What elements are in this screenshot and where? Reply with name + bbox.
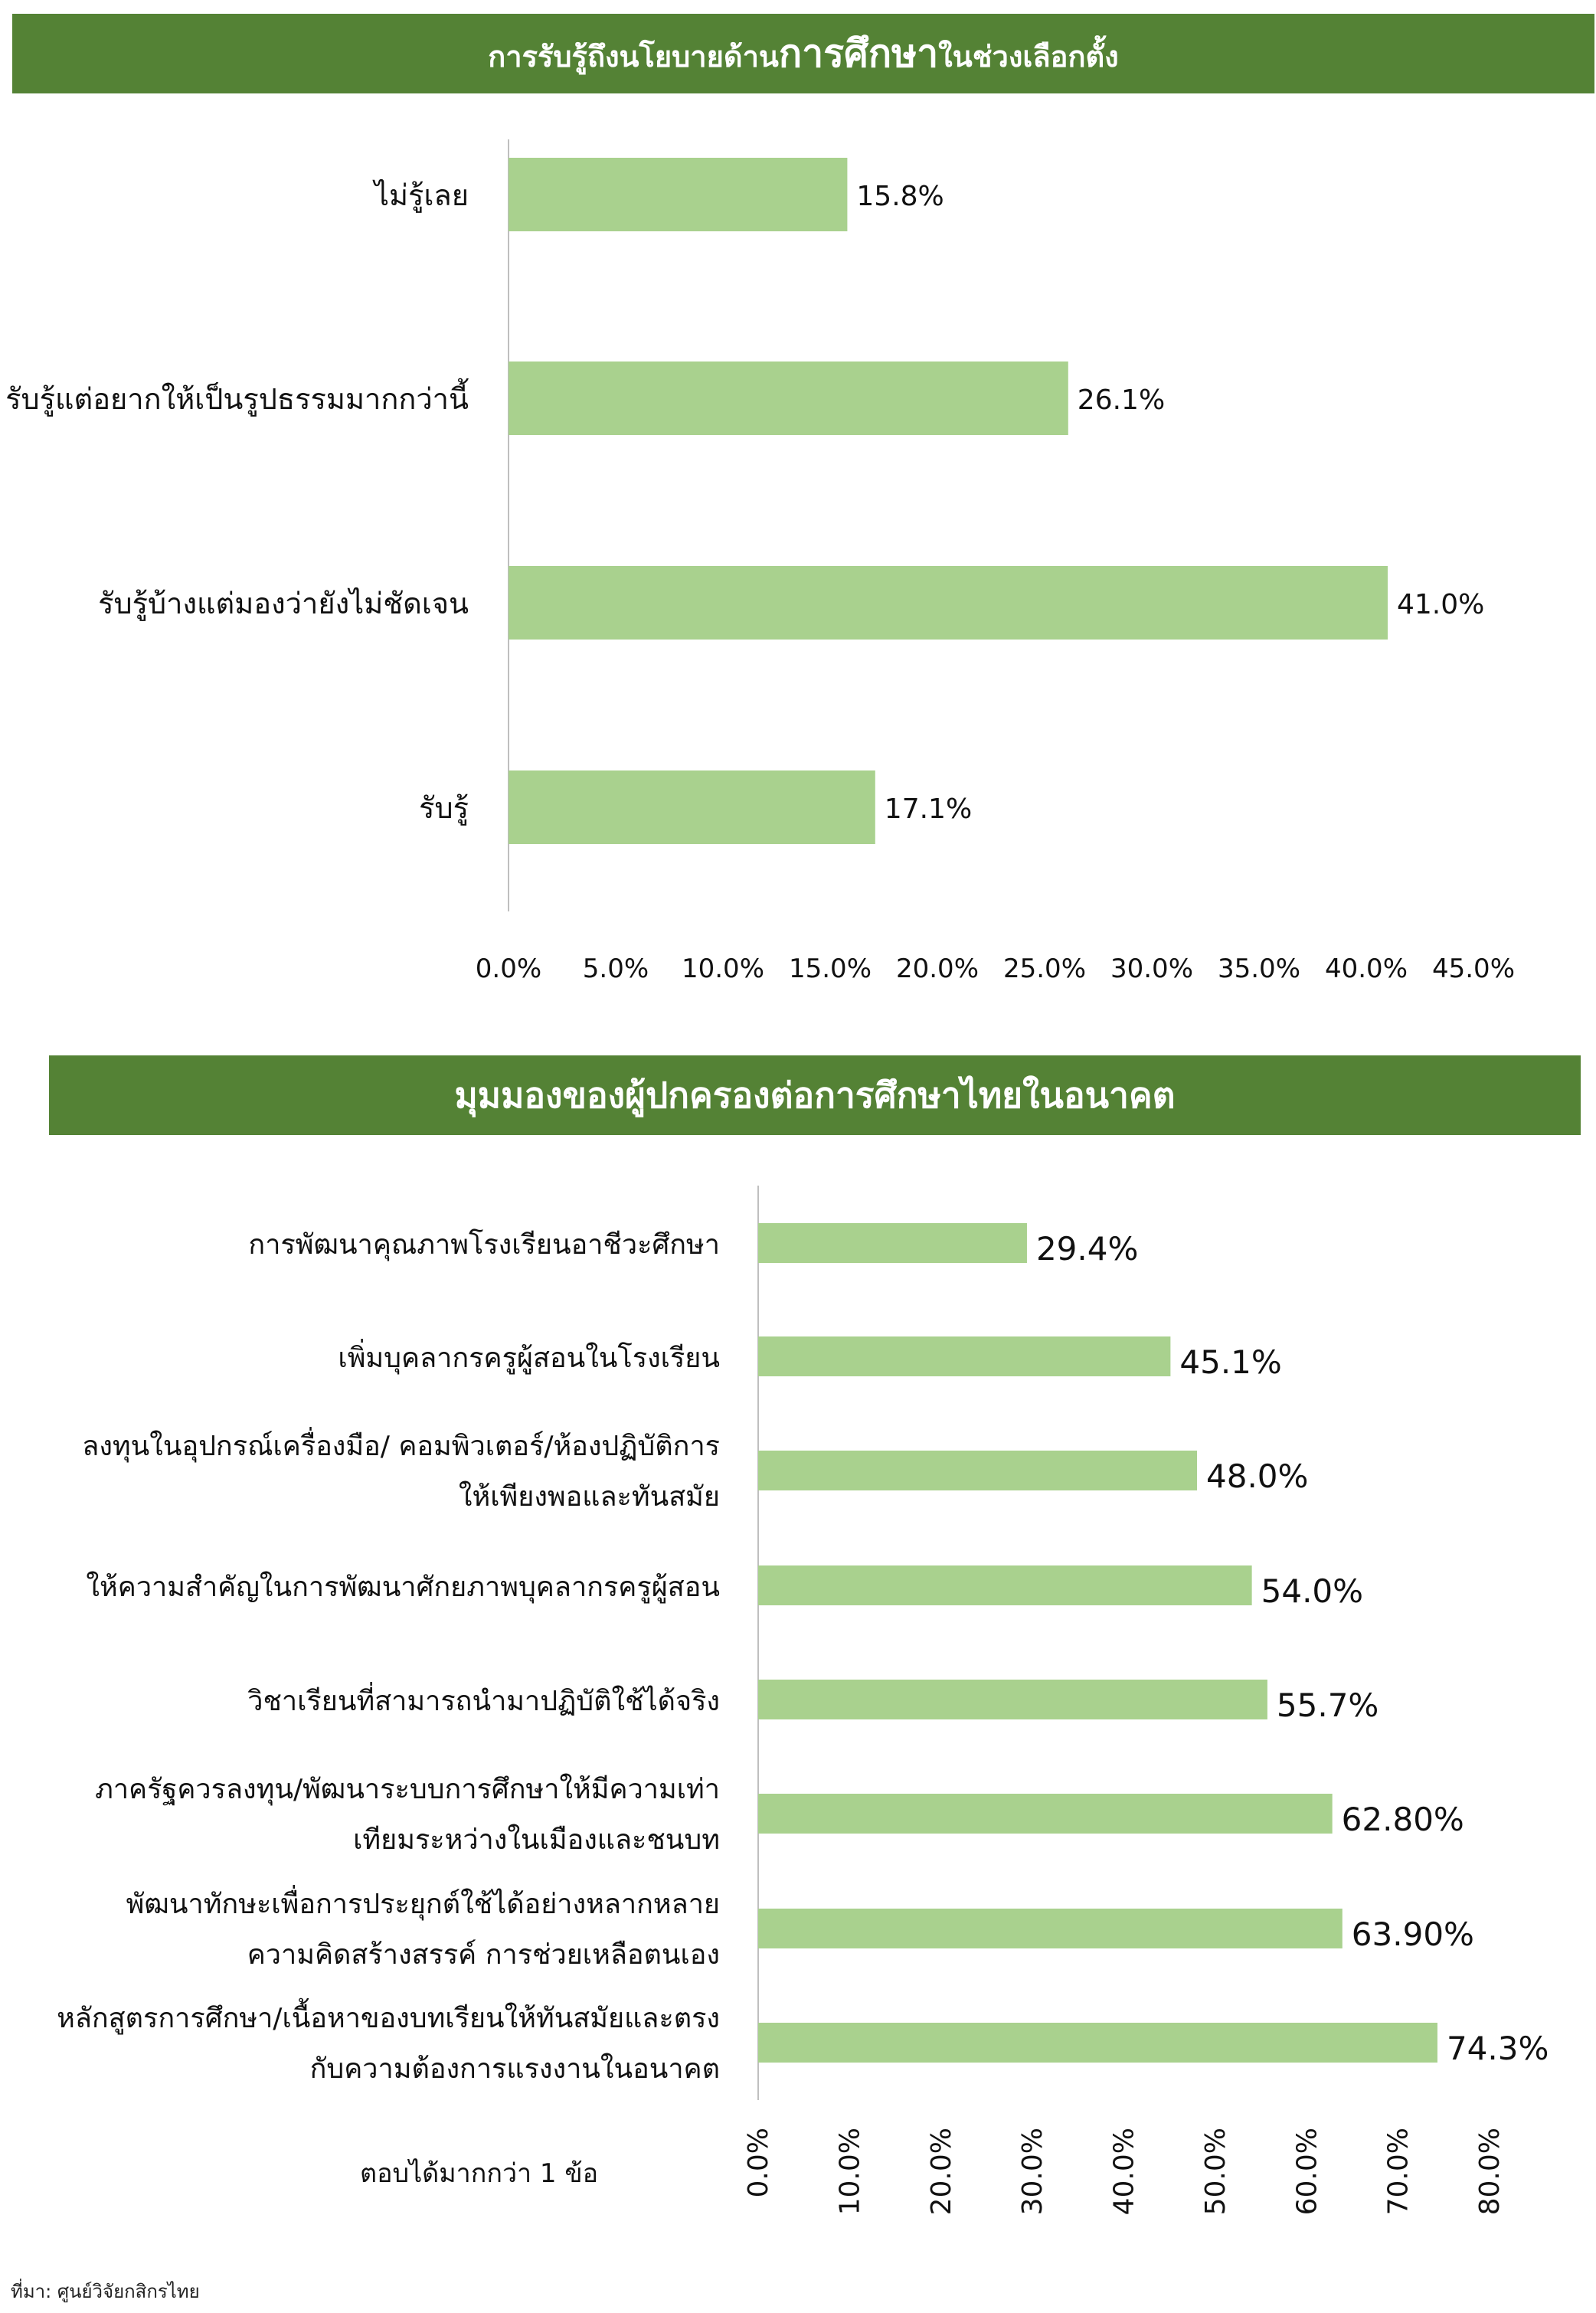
chart1-category-label: รับรู้บ้างแต่มองว่ายังไม่ชัดเจน <box>98 587 469 621</box>
chart1-bar <box>509 566 1388 640</box>
chart2-category-label: เทียมระหว่างในเมืองและชนบท <box>353 1824 720 1856</box>
chart2-bar <box>758 1565 1252 1605</box>
chart2-category-label: ภาครัฐควรลงทุน/พัฒนาระบบการศึกษาให้มีควา… <box>95 1773 720 1806</box>
chart1-title-banner: การรับรู้ถึงนโยบายด้านการศึกษาในช่วงเลือ… <box>12 14 1594 93</box>
chart1-value-label: 26.1% <box>1078 384 1165 416</box>
chart1-x-tick-label: 30.0% <box>1110 954 1193 984</box>
chart2-value-label: 62.80% <box>1342 1801 1464 1838</box>
chart1-x-tick-label: 15.0% <box>789 954 872 984</box>
chart2-x-tick-label: 40.0% <box>1109 2128 1140 2215</box>
chart2-bar <box>758 1909 1343 1948</box>
chart2-value-label: 74.3% <box>1447 2030 1549 2067</box>
chart1-bar <box>509 770 875 844</box>
awareness-bar-chart: ไม่รู้เลย 15.8% รับรู้แต่อยากให้เป็นรูปธรร… <box>5 139 1515 984</box>
chart1-title-suffix: ในช่วงเลือกตั้ง <box>938 40 1119 74</box>
chart1-x-tick-label: 40.0% <box>1325 954 1408 984</box>
chart1-title-emphasis: การศึกษา <box>778 31 939 76</box>
chart2-category-label: วิชาเรียนที่สามารถนำมาปฏิบัติใช้ได้จริง <box>247 1682 720 1717</box>
chart2-bar <box>758 1680 1267 1719</box>
chart1-value-label: 41.0% <box>1397 589 1484 620</box>
chart1-x-tick-label: 35.0% <box>1218 954 1300 984</box>
chart1-x-tick-label: 5.0% <box>583 954 649 984</box>
chart2-x-tick-label: 70.0% <box>1383 2128 1414 2215</box>
chart2-x-tick-label: 50.0% <box>1200 2128 1231 2215</box>
chart2-category-label: ลงทุนในอุปกรณ์เครื่องมือ/ คอมพิวเตอร์/ห้… <box>82 1427 720 1463</box>
chart1-x-tick-label: 0.0% <box>476 954 541 984</box>
chart2-category-label: กับความต้องการแรงงานในอนาคต <box>310 2053 720 2085</box>
chart1-x-tick-label: 45.0% <box>1432 954 1515 984</box>
chart1-bar <box>509 158 848 231</box>
chart2-x-tick-label: 30.0% <box>1017 2128 1048 2215</box>
multiple-answers-note: ตอบได้มากกว่า 1 ข้อ <box>360 2158 599 2189</box>
chart2-bar <box>758 1336 1171 1376</box>
chart2-x-tick-label: 60.0% <box>1291 2128 1323 2215</box>
chart2-category-label: การพัฒนาคุณภาพโรงเรียนอาชีวะศึกษา <box>248 1228 720 1261</box>
chart1-x-tick-label: 20.0% <box>896 954 979 984</box>
chart2-category-label: พัฒนาทักษะเพื่อการประยุกต์ใช้ได้อย่างหลา… <box>126 1885 720 1921</box>
chart2-title-banner: มุมมองของผู้ปกครองต่อการศึกษาไทยในอนาคต <box>49 1055 1581 1135</box>
chart2-value-label: 29.4% <box>1036 1230 1138 1268</box>
chart2-value-label: 48.0% <box>1206 1457 1308 1495</box>
chart2-category-label: ให้เพียงพอและทันสมัย <box>459 1480 720 1513</box>
chart2-value-label: 45.1% <box>1179 1343 1281 1381</box>
chart2-bar <box>758 1223 1027 1263</box>
chart2-value-label: 54.0% <box>1261 1572 1363 1610</box>
chart2-title: มุมมองของผู้ปกครองต่อการศึกษาไทยในอนาคต <box>454 1075 1176 1116</box>
chart1-value-label: 15.8% <box>856 181 944 212</box>
source-note: ที่มา: ศูนย์วิจัยกสิกรไทย <box>11 2281 200 2302</box>
chart2-x-tick-label: 10.0% <box>834 2128 865 2215</box>
chart2-x-tick-label: 80.0% <box>1474 2128 1506 2215</box>
chart1-category-label: รับรู้ <box>419 791 469 826</box>
chart1-category-label: รับรู้แต่อยากให้เป็นรูปธรรมมากกว่านี้ <box>5 378 469 417</box>
chart2-bar <box>758 1451 1197 1490</box>
chart2-category-label: เพิ่มบุคลากรครูผู้สอนในโรงเรียน <box>338 1339 720 1375</box>
chart1-bar <box>509 362 1068 435</box>
chart2-value-label: 63.90% <box>1352 1916 1474 1953</box>
chart1-value-label: 17.1% <box>885 793 972 825</box>
chart2-value-label: 55.7% <box>1277 1686 1379 1724</box>
chart2-category-label: หลักสูตรการศึกษา/เนื้อหาของบทเรียนให้ทัน… <box>57 1997 720 2035</box>
chart1-category-label: ไม่รู้เลย <box>372 178 469 213</box>
chart2-x-tick-label: 0.0% <box>743 2128 774 2197</box>
chart1-x-tick-label: 25.0% <box>1003 954 1086 984</box>
chart2-bar <box>758 1794 1333 1834</box>
chart2-bar <box>758 2023 1437 2063</box>
chart2-category-label: ให้ความสำคัญในการพัฒนาศักยภาพบุคลากรครูผ… <box>86 1571 720 1604</box>
chart1-x-tick-label: 10.0% <box>682 954 764 984</box>
chart2-x-tick-label: 20.0% <box>926 2128 957 2215</box>
chart2-category-label: ความคิดสร้างสรรค์ การช่วยเหลือตนเอง <box>247 1939 720 1971</box>
chart1-title-prefix: การรับรู้ถึงนโยบายด้าน <box>488 40 779 74</box>
